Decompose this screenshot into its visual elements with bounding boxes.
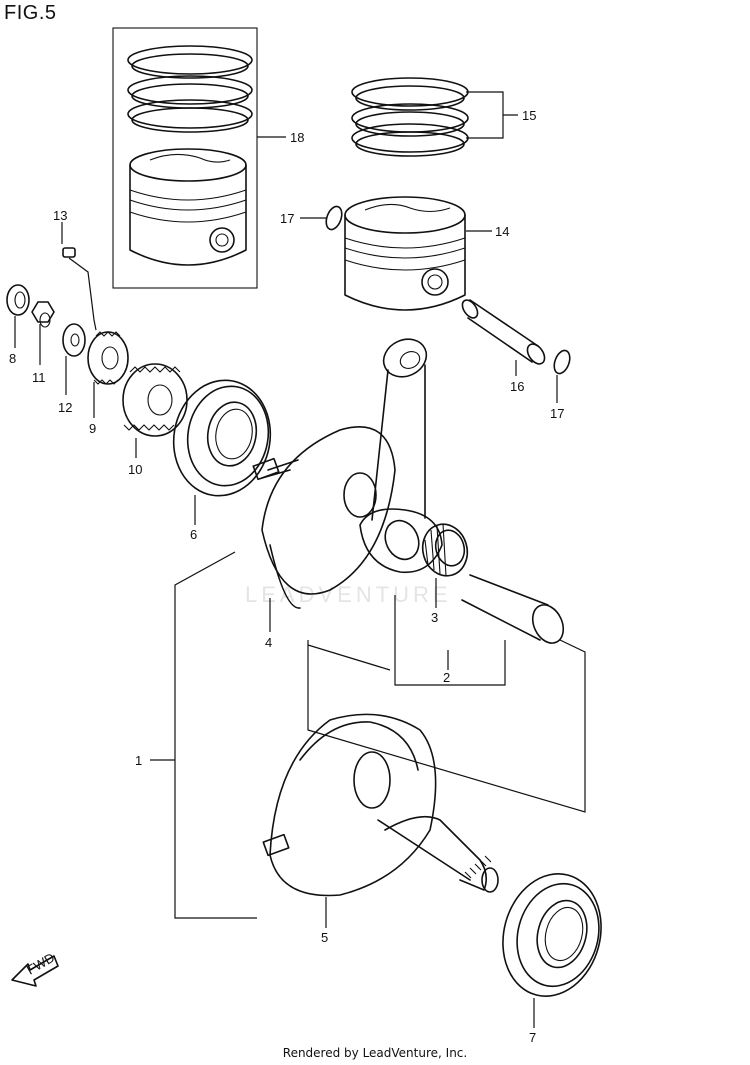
callout-16: 16 [510, 379, 524, 394]
leader-lines [14, 91, 586, 1028]
gear-10[interactable] [122, 363, 188, 437]
figure-title: FIG.5 [4, 2, 57, 24]
callout-7: 7 [529, 1030, 536, 1045]
piston-pin-16[interactable] [459, 297, 548, 367]
callout-10: 10 [128, 462, 142, 477]
crank-pin-2[interactable] [461, 574, 569, 648]
callout-17-upper: 17 [280, 211, 294, 226]
needle-bearing-3[interactable] [417, 519, 473, 581]
callout-17-lower: 17 [550, 406, 564, 421]
washer-12[interactable] [62, 323, 86, 357]
gear-9[interactable] [87, 331, 129, 385]
callout-14: 14 [495, 224, 509, 239]
piston-14[interactable] [344, 196, 466, 311]
crank-web-4[interactable] [252, 426, 396, 609]
callout-3: 3 [431, 610, 438, 625]
callout-1: 1 [135, 753, 142, 768]
circlip-17-lower[interactable] [551, 348, 572, 375]
woodruff-key-13[interactable] [62, 247, 76, 258]
nut-8[interactable] [6, 284, 30, 316]
bearing-7[interactable] [490, 863, 615, 1008]
fwd-label: FWD [24, 950, 57, 978]
piston-set-18[interactable] [112, 27, 258, 289]
callout-4: 4 [265, 635, 272, 650]
callout-5: 5 [321, 930, 328, 945]
watermark: LEADVENTURE [245, 582, 452, 607]
callout-6: 6 [190, 527, 197, 542]
callout-13: 13 [53, 208, 67, 223]
bearing-6[interactable] [165, 373, 280, 504]
footer-credit: Rendered by LeadVenture, Inc. [282, 1046, 468, 1060]
circlip-17-upper[interactable] [323, 204, 344, 231]
callout-15: 15 [522, 108, 536, 123]
callout-2: 2 [443, 670, 450, 685]
callout-9: 9 [89, 421, 96, 436]
connecting-rod[interactable] [359, 332, 443, 574]
fwd-arrow-icon: FWD [11, 950, 59, 987]
callout-12: 12 [58, 400, 72, 415]
callout-11: 11 [32, 370, 46, 385]
callout-8: 8 [9, 351, 16, 366]
piston-ring-set-15[interactable] [351, 77, 469, 157]
crankshaft-half-5[interactable] [262, 713, 499, 897]
nut-11[interactable] [31, 301, 55, 328]
callout-18: 18 [290, 130, 304, 145]
